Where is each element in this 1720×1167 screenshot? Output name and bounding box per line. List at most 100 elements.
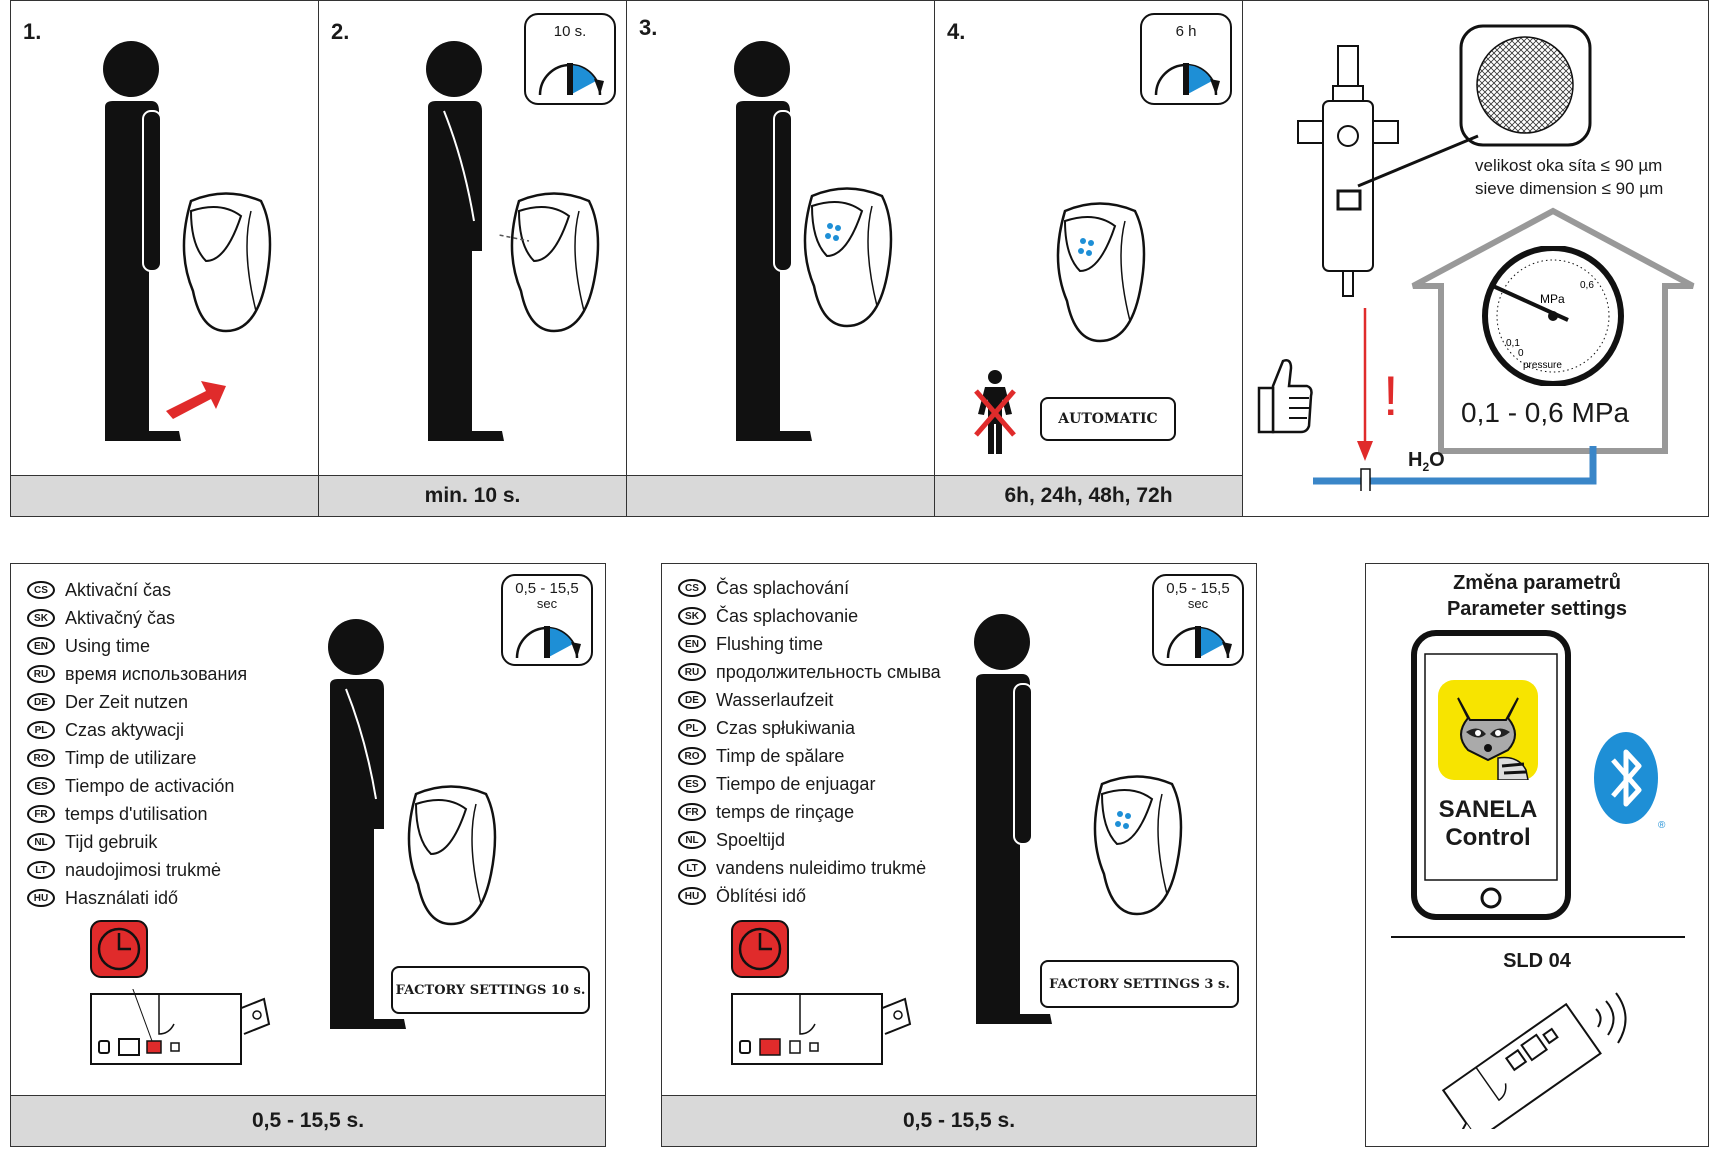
- device-label: SLD 04: [1503, 950, 1571, 972]
- timer-range: 0,5 - 15,5: [1166, 580, 1230, 597]
- urinal-icon: [499, 192, 600, 333]
- clock-alert-icon: [90, 920, 148, 978]
- sieve-callout-line: [1357, 134, 1479, 188]
- clock-alert-icon: [731, 920, 789, 978]
- stopwatch-icon: [1154, 63, 1220, 96]
- wireless-remote-icon: [1441, 992, 1627, 1129]
- gauge-label: pressure: [1523, 360, 1562, 371]
- approach-arrow-icon: [166, 381, 226, 419]
- settings-title-en: Parameter settings: [1446, 598, 1628, 620]
- pressure-gauge-icon: MPa 0 0,1 0,6 pressure: [1482, 246, 1624, 386]
- standing-person-figure: [103, 41, 181, 441]
- control-unit-icon: [731, 993, 912, 1065]
- sieve-mesh-icon: [1459, 24, 1592, 147]
- panel-caption: 0,5 - 15,5 s.: [11, 1095, 605, 1146]
- registered-mark: ®: [1658, 820, 1666, 831]
- step-4-panel: 4. 6 h AUTOMATIC 6h, 24h, 48h, 72h: [934, 0, 1243, 517]
- timer-label: 6 h: [1175, 23, 1197, 40]
- sieve-size-cs: velikost oka síta ≤ 90 µm: [1475, 156, 1663, 175]
- divider: [1391, 936, 1685, 938]
- step-number: 1.: [23, 19, 42, 44]
- settings-title-cs: Změna parametrů: [1453, 572, 1621, 594]
- gauge-unit: MPa: [1540, 292, 1565, 306]
- timer-dial: 0,5 - 15,5 sec: [1152, 574, 1244, 666]
- standing-person-figure: [974, 614, 1052, 1024]
- flow-arrow-icon: [1357, 308, 1373, 461]
- step-caption: [627, 475, 934, 516]
- parameter-settings-panel: Změna parametrů Parameter settings SANEL…: [1365, 563, 1709, 1147]
- stopwatch-icon: [515, 626, 581, 659]
- water-filter-icon: [1297, 45, 1399, 297]
- step-number: 2.: [331, 19, 350, 44]
- standing-person-figure: [426, 41, 504, 441]
- timer-dial: 0,5 - 15,5 sec: [501, 574, 593, 666]
- timer-unit: sec: [1187, 596, 1209, 611]
- sieve-size-en: sieve dimension ≤ 90 µm: [1475, 179, 1664, 198]
- step-number: 4.: [947, 19, 966, 44]
- urinal-icon: [407, 785, 497, 926]
- stopwatch-icon: [1166, 626, 1232, 659]
- step-caption: [11, 475, 318, 516]
- automatic-label: AUTOMATIC: [1040, 397, 1176, 441]
- app-name-line-2: Control: [1445, 824, 1531, 851]
- step-2-panel: 2. 10 s. min. 10 s.: [318, 0, 627, 517]
- water-label: H2O: [1408, 449, 1445, 474]
- raccoon-app-icon: [1438, 680, 1538, 780]
- installation-panel: velikost oka síta ≤ 90 µm sieve dimensio…: [1242, 0, 1709, 517]
- factory-settings-label: FACTORY SETTINGS 3 s.: [1040, 960, 1239, 1008]
- timer-unit: sec: [536, 596, 558, 611]
- step-1-panel: 1.: [10, 0, 319, 517]
- water-pipe-icon: [1313, 446, 1597, 491]
- timer-dial: 10 s.: [524, 13, 616, 105]
- control-unit-icon: [90, 989, 271, 1065]
- standing-person-figure: [328, 619, 406, 1029]
- app-name-line-1: SANELA: [1438, 796, 1538, 823]
- flushing-urinal-icon: [1056, 202, 1146, 343]
- panel-caption: 0,5 - 15,5 s.: [662, 1095, 1256, 1146]
- standing-person-figure: [734, 41, 812, 441]
- factory-settings-label: FACTORY SETTINGS 10 s.: [391, 966, 590, 1014]
- urinal-icon: [182, 192, 272, 333]
- step-caption: 6h, 24h, 48h, 72h: [935, 475, 1242, 516]
- thumbs-up-icon: [1257, 359, 1313, 434]
- no-person-icon: [974, 370, 1016, 454]
- flushing-urinal-icon: [803, 187, 893, 328]
- gauge-tick-0-1: 0,1: [1506, 338, 1520, 349]
- step-caption: min. 10 s.: [319, 475, 626, 516]
- pressure-range: 0,1 - 0,6 MPa: [1461, 397, 1630, 428]
- gauge-tick-0: 0: [1518, 348, 1524, 359]
- bluetooth-icon: [1594, 732, 1658, 824]
- step-3-panel: 3.: [626, 0, 935, 517]
- timer-dial: 6 h: [1140, 13, 1232, 105]
- stopwatch-icon: [538, 63, 604, 96]
- gauge-tick-0-6: 0,6: [1580, 280, 1594, 291]
